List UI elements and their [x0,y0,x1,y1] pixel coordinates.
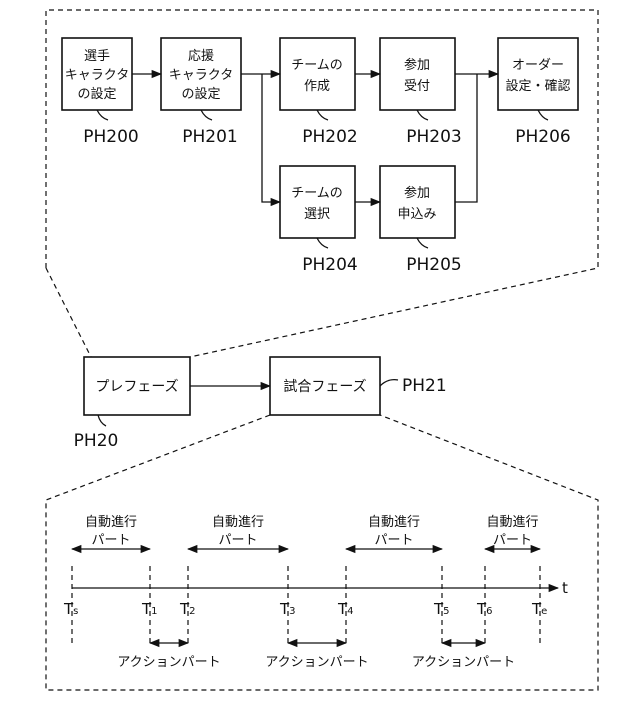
auto-part-label: パート [493,533,532,548]
time-axis-label: t [562,579,568,597]
step-box-ph205 [380,166,455,238]
label-ph20: PH20 [74,431,119,451]
pre-phase-text: プレフェーズ [95,379,178,395]
arrow-ph201-ph204 [262,74,280,202]
action-part-label: アクションパート [265,655,368,670]
leader-ph21 [380,380,398,386]
timeline: tTs T1 T2 T3 T4 T5 T6 Te 自動進行パート 自動進行パート 自動進行パート 自動… [63,515,568,670]
svg-text:の設定: の設定 [181,86,220,102]
step-box-ph206 [498,38,578,110]
svg-text:応援: 応援 [188,49,214,64]
auto-part-label: 自動進行 [486,515,538,530]
tick-label: T1 [141,600,158,618]
label-ph200: PH200 [83,127,138,147]
step-box-ph204 [280,166,355,238]
step-box-ph203 [380,38,455,110]
leader-ph203 [417,110,428,120]
tick-label: T6 [476,600,493,618]
match-phase-detail-panel [46,415,598,690]
tick-label: Te [531,600,547,618]
svg-text:申込み: 申込み [397,207,436,222]
label-ph21: PH21 [402,376,447,396]
svg-text:参加: 参加 [404,185,430,201]
label-ph206: PH206 [515,127,570,147]
leader-ph200 [97,110,108,120]
label-ph204: PH204 [302,255,357,275]
tick-label: Ts [63,600,78,618]
auto-part-label: 自動進行 [85,515,137,530]
svg-text:受付: 受付 [404,79,430,94]
svg-text:選択: 選択 [304,207,330,222]
label-ph205: PH205 [406,255,461,275]
auto-part-label: 自動進行 [368,515,420,530]
action-part-label: アクションパート [117,655,220,670]
label-ph203: PH203 [406,127,461,147]
match-phase-text: 試合フェーズ [283,379,366,395]
leader-ph20 [98,415,106,426]
tick-label: T2 [179,600,196,618]
tick-label: T5 [433,600,450,618]
leader-ph202 [317,110,328,120]
action-part-label: アクションパート [412,655,515,670]
tick-label: T3 [279,600,296,618]
leader-ph206 [538,110,548,120]
svg-text:の設定: の設定 [77,86,116,102]
auto-part-label: パート [91,533,130,548]
leader-ph204 [317,238,328,248]
auto-part-label: パート [374,533,413,548]
leader-ph205 [417,238,428,248]
leader-ph201 [201,110,212,120]
svg-text:選手: 選手 [84,49,110,64]
tick-label: T4 [337,600,354,618]
svg-text:キャラクタ: キャラクタ [65,68,129,83]
step-box-ph202 [280,38,355,110]
auto-part-label: パート [218,533,257,548]
svg-text:設定・確認: 設定・確認 [505,78,570,94]
svg-text:参加: 参加 [404,57,430,73]
svg-text:チームの: チームの [291,186,343,201]
label-ph202: PH202 [302,127,357,147]
svg-text:キャラクタ: キャラクタ [169,68,233,83]
svg-text:作成: 作成 [304,79,330,94]
auto-part-label: 自動進行 [212,515,264,530]
svg-text:チームの: チームの [291,58,343,73]
label-ph201: PH201 [182,127,237,147]
svg-text:オーダー: オーダー [512,58,564,73]
